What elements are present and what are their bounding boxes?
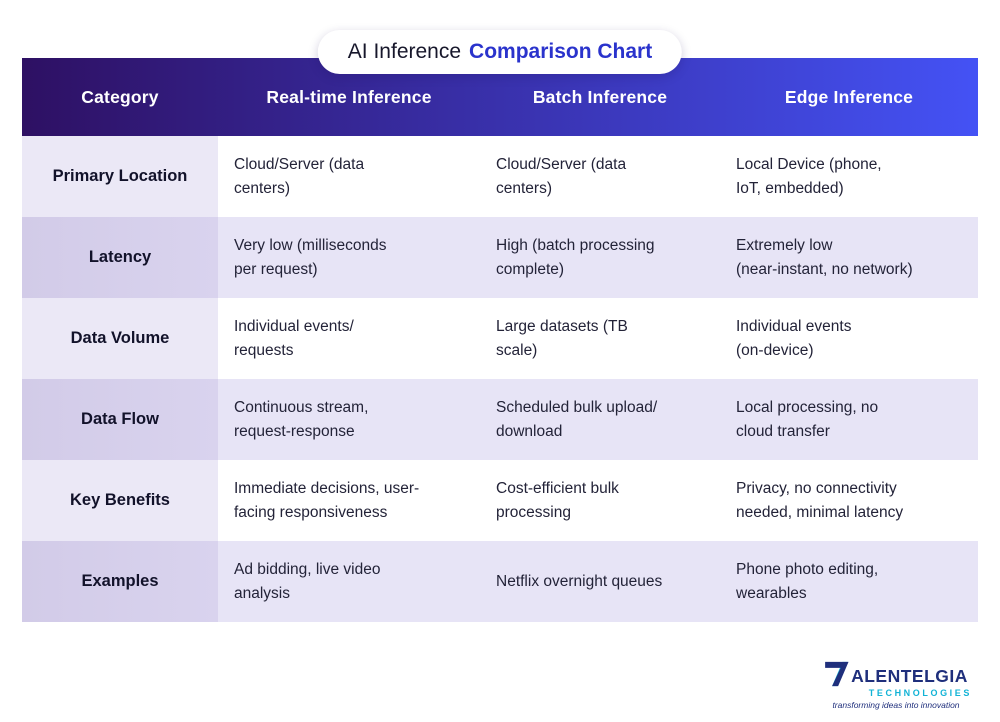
value-cell-edge: Individual events (on-device) [720, 298, 978, 379]
category-cell: Primary Location [22, 136, 218, 217]
table-row-latency: Latency Very low (milliseconds per reque… [22, 217, 978, 298]
page-title: AI Inference Comparison Chart [317, 30, 683, 74]
table-row-examples: Examples Ad bidding, live video analysis… [22, 541, 978, 622]
value-cell-edge: Privacy, no connectivity needed, minimal… [720, 460, 978, 541]
category-cell: Data Volume [22, 298, 218, 379]
value-cell-realtime: Continuous stream, request-response [218, 379, 480, 460]
value-cell-batch: Scheduled bulk upload/ download [480, 379, 720, 460]
brand-name: ALENTELGIA [851, 666, 968, 686]
talentelgia-logo-mark [825, 661, 849, 687]
value-cell-edge: Extremely low (near-instant, no network) [720, 217, 978, 298]
value-cell-batch: High (batch processing complete) [480, 217, 720, 298]
value-cell-edge: Local Device (phone, IoT, embedded) [720, 136, 978, 217]
value-cell-batch: Cost-efficient bulk processing [480, 460, 720, 541]
table-row-data-flow: Data Flow Continuous stream, request-res… [22, 379, 978, 460]
header-cell-edge-inference: Edge Inference [784, 86, 914, 107]
value-cell-realtime: Very low (milliseconds per request) [218, 217, 480, 298]
value-cell-realtime: Immediate decisions, user- facing respon… [218, 460, 480, 541]
header-cell-batch-inference: Batch Inference [532, 86, 668, 107]
header-cell-realtime-inference: Real-time Inference [266, 86, 432, 107]
talentelgia-logo: ALENTELGIA TECHNOLOGIES transforming ide… [816, 661, 976, 710]
brand-tagline: transforming ideas into innovation [832, 700, 960, 710]
page-title-prefix: AI Inference [347, 40, 462, 63]
value-cell-batch: Large datasets (TB scale) [480, 298, 720, 379]
category-cell: Latency [22, 217, 218, 298]
comparison-table: Category Real-time Inference Batch Infer… [22, 58, 978, 622]
header-cell-category: Category [81, 86, 159, 107]
value-cell-edge: Local processing, no cloud transfer [720, 379, 978, 460]
value-cell-realtime: Ad bidding, live video analysis [218, 541, 480, 622]
table-row-primary-location: Primary Location Cloud/Server (data cent… [22, 136, 978, 217]
talentelgia-logo-row: ALENTELGIA [816, 661, 976, 687]
value-cell-batch: Netflix overnight queues [480, 541, 720, 622]
table-row-key-benefits: Key Benefits Immediate decisions, user- … [22, 460, 978, 541]
category-cell: Examples [22, 541, 218, 622]
page-title-highlight: Comparison Chart [469, 40, 653, 63]
value-cell-realtime: Individual events/ requests [218, 298, 480, 379]
table-row-data-volume: Data Volume Individual events/ requests … [22, 298, 978, 379]
category-cell: Key Benefits [22, 460, 218, 541]
value-cell-edge: Phone photo editing, wearables [720, 541, 978, 622]
brand-subtitle: TECHNOLOGIES [868, 688, 972, 698]
value-cell-realtime: Cloud/Server (data centers) [218, 136, 480, 217]
value-cell-batch: Cloud/Server (data centers) [480, 136, 720, 217]
category-cell: Data Flow [22, 379, 218, 460]
